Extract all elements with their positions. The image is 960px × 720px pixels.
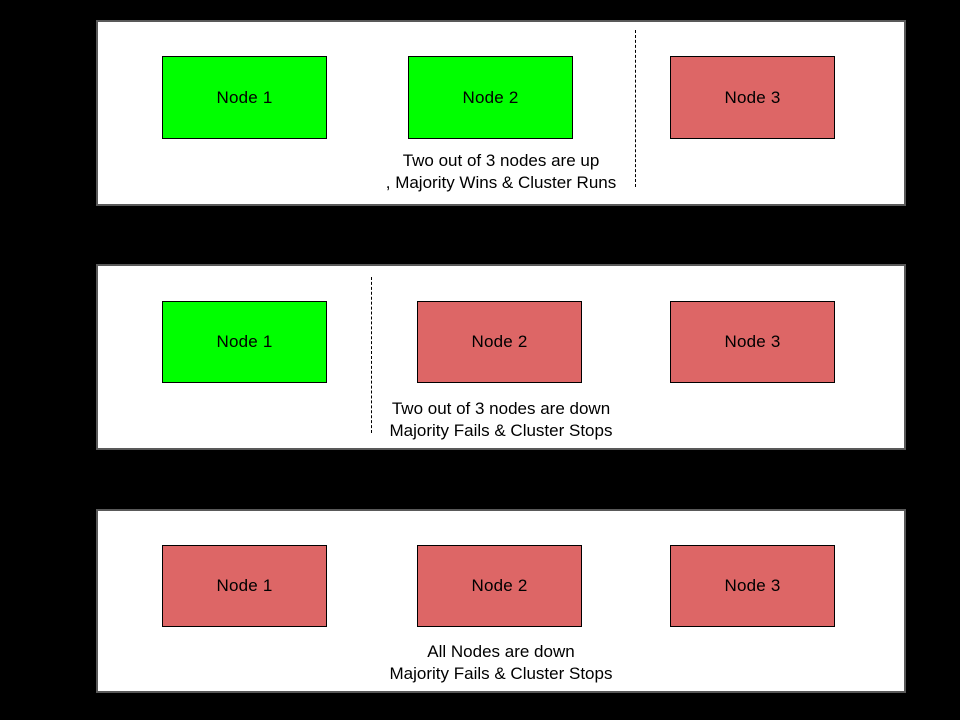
partition-divider-line	[371, 277, 372, 433]
panel-all-down: Node 1 Node 2 Node 3 All Nodes are down …	[96, 509, 906, 693]
node-1-label: Node 1	[216, 87, 273, 107]
node-2-box: Node 2	[408, 56, 573, 139]
node-3-box: Node 3	[670, 301, 835, 383]
node-1-box: Node 1	[162, 56, 327, 139]
panel-caption: Two out of 3 nodes are up , Majority Win…	[98, 150, 904, 194]
node-3-label: Node 3	[724, 87, 781, 107]
node-1-box: Node 1	[162, 301, 327, 383]
panel-majority-down: Node 1 Node 2 Node 3 Two out of 3 nodes …	[96, 264, 906, 450]
node-3-label: Node 3	[724, 332, 781, 351]
node-2-box: Node 2	[417, 545, 582, 627]
partition-divider-line	[635, 30, 636, 187]
node-3-label: Node 3	[724, 576, 781, 595]
caption-line-2: , Majority Wins & Cluster Runs	[385, 173, 617, 192]
node-2-box: Node 2	[417, 301, 582, 383]
caption-line-1: Two out of 3 nodes are down	[391, 399, 611, 418]
caption-line-1: Two out of 3 nodes are up	[402, 151, 600, 170]
node-1-label: Node 1	[216, 332, 273, 351]
node-2-label: Node 2	[471, 576, 528, 595]
panel-caption: Two out of 3 nodes are down Majority Fai…	[98, 398, 904, 442]
caption-line-1: All Nodes are down	[427, 642, 575, 661]
node-2-label: Node 2	[462, 87, 519, 107]
node-2-label: Node 2	[471, 332, 528, 351]
caption-line-2: Majority Fails & Cluster Stops	[389, 421, 613, 440]
panel-majority-up: Node 1 Node 2 Node 3 Two out of 3 nodes …	[96, 20, 906, 206]
node-1-label: Node 1	[216, 576, 273, 595]
panel-caption: All Nodes are down Majority Fails & Clus…	[98, 641, 904, 685]
caption-line-2: Majority Fails & Cluster Stops	[389, 664, 613, 683]
node-3-box: Node 3	[670, 545, 835, 627]
node-1-box: Node 1	[162, 545, 327, 627]
node-3-box: Node 3	[670, 56, 835, 139]
